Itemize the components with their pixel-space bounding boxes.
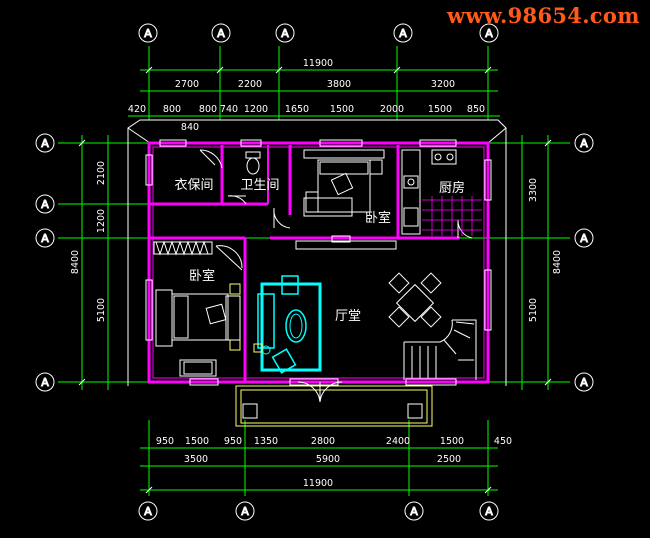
svg-text:3300: 3300 — [528, 178, 539, 202]
tv-cabinet-icon — [295, 240, 397, 250]
toilet-icon — [245, 151, 261, 175]
svg-text:450: 450 — [494, 436, 512, 447]
axis-marker-left-1: A — [35, 133, 55, 153]
svg-text:A: A — [485, 505, 493, 518]
svg-text:2400: 2400 — [386, 436, 410, 447]
svg-text:950: 950 — [224, 436, 242, 447]
svg-text:8400: 8400 — [552, 250, 563, 274]
svg-text:5100: 5100 — [96, 298, 107, 322]
svg-text:A: A — [580, 232, 588, 245]
svg-text:1200: 1200 — [96, 209, 107, 233]
walls — [147, 141, 490, 384]
svg-text:A: A — [241, 505, 249, 518]
svg-text:1350: 1350 — [254, 436, 278, 447]
room-label-bedroom-2: 卧室 — [189, 268, 215, 284]
svg-text:2100: 2100 — [96, 161, 107, 185]
svg-text:1650: 1650 — [285, 104, 309, 115]
svg-text:A: A — [399, 27, 407, 40]
axis-marker-right-2: A — [574, 228, 594, 248]
svg-text:3200: 3200 — [431, 79, 455, 90]
axis-marker-right-1: A — [574, 133, 594, 153]
svg-text:1500: 1500 — [185, 436, 209, 447]
dim-bottom-total: 11900 — [303, 478, 333, 489]
svg-text:1500: 1500 — [330, 104, 354, 115]
room-label-hall: 厅堂 — [335, 309, 361, 324]
svg-text:850: 850 — [467, 104, 485, 115]
roof-eaves-outline — [127, 119, 507, 386]
room-label-bedroom-1: 卧室 — [365, 210, 391, 226]
axis-marker-bottom-3: A — [404, 501, 424, 521]
kitchen-floor-tiles — [422, 196, 482, 236]
svg-text:A: A — [217, 27, 225, 40]
svg-text:3500: 3500 — [184, 454, 208, 465]
svg-text:2700: 2700 — [175, 79, 199, 90]
svg-text:2500: 2500 — [437, 454, 461, 465]
svg-text:2800: 2800 — [311, 436, 335, 447]
svg-text:A: A — [281, 27, 289, 40]
dimensions-left: 8400 2100 1200 5100 — [70, 161, 107, 322]
dimensions-bottom: 950 1500 950 1350 2800 2400 1500 450 350… — [156, 436, 512, 489]
doors — [199, 149, 473, 403]
wardrobe-icon — [153, 240, 213, 256]
axis-marker-bottom-4: A — [479, 501, 499, 521]
room-label-cloakroom: 衣保间 — [174, 177, 213, 193]
axis-marker-top-4: A — [393, 23, 413, 43]
svg-text:3800: 3800 — [327, 79, 351, 90]
svg-text:2200: 2200 — [238, 79, 262, 90]
svg-text:1500: 1500 — [440, 436, 464, 447]
svg-text:A: A — [410, 505, 418, 518]
svg-text:A: A — [41, 198, 49, 211]
room-labels: 衣保间 卫生间 卧室 厨房 卧室 厅堂 — [174, 177, 465, 324]
svg-text:5900: 5900 — [316, 454, 340, 465]
svg-text:1500: 1500 — [428, 104, 452, 115]
svg-text:A: A — [580, 137, 588, 150]
front-terrace — [235, 385, 433, 427]
dimensions-right: 8400 3300 5100 — [528, 178, 563, 322]
svg-text:800: 800 — [163, 104, 181, 115]
svg-text:A: A — [144, 27, 152, 40]
svg-text:420: 420 — [128, 104, 146, 115]
axis-marker-left-3: A — [35, 228, 55, 248]
axis-marker-top-2: A — [211, 23, 231, 43]
room-label-wc: 卫生间 — [240, 178, 279, 193]
axis-marker-right-3: A — [574, 372, 594, 392]
double-bed-icon — [303, 149, 385, 217]
sofa-set-icon — [257, 275, 322, 374]
watermark-url: www.98654.com — [447, 3, 640, 28]
double-bed-icon-2 — [155, 283, 241, 377]
svg-text:A: A — [41, 376, 49, 389]
svg-text:A: A — [144, 505, 152, 518]
axis-marker-top-3: A — [275, 23, 295, 43]
svg-text:1200: 1200 — [244, 104, 268, 115]
axis-marker-bottom-1: A — [138, 501, 158, 521]
svg-text:A: A — [485, 27, 493, 40]
kitchen-area — [401, 149, 482, 236]
svg-text:5100: 5100 — [528, 298, 539, 322]
svg-text:A: A — [41, 232, 49, 245]
dim-top-total: 11900 — [303, 58, 333, 69]
svg-text:740: 740 — [220, 104, 238, 115]
svg-text:950: 950 — [156, 436, 174, 447]
axis-marker-bottom-2: A — [235, 501, 255, 521]
svg-text:800: 800 — [199, 104, 217, 115]
staircase-icon — [403, 319, 477, 380]
svg-text:A: A — [41, 137, 49, 150]
dimensions-top: 11900 2700 2200 3800 3200 420 800 800 74… — [128, 58, 485, 133]
axis-marker-left-2: A — [35, 194, 55, 214]
furniture — [153, 149, 477, 380]
dining-table-icon — [388, 272, 442, 328]
axis-marker-left-4: A — [35, 372, 55, 392]
axis-marker-top-1: A — [138, 23, 158, 43]
room-label-kitchen: 厨房 — [439, 180, 465, 196]
axis-markers: A A A A A A A A A A A A A A A A — [35, 23, 594, 521]
svg-text:A: A — [580, 376, 588, 389]
svg-text:840: 840 — [181, 122, 199, 133]
axis-marker-top-5: A — [479, 23, 499, 43]
svg-text:8400: 8400 — [70, 250, 81, 274]
svg-text:2000: 2000 — [380, 104, 404, 115]
